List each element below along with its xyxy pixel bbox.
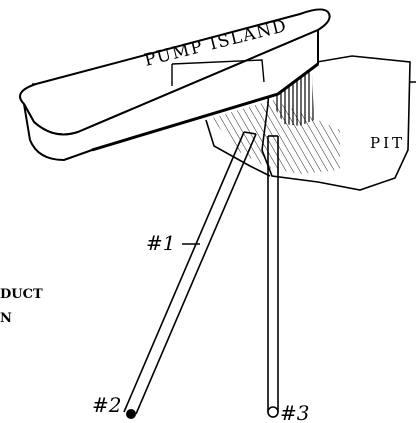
pump-island-edge-shadow [91, 62, 319, 152]
pipe-2-end-cap [126, 409, 136, 419]
pipe-3 [267, 135, 279, 412]
product-line-label-line-2: N [0, 311, 12, 326]
pipe-2-label: #2 [92, 393, 121, 417]
pit-label: PIT [370, 134, 405, 152]
pipe-3-label: #3 [280, 401, 309, 423]
pit-cutaway-edge [205, 119, 271, 177]
pipe-1 [123, 131, 257, 415]
pipe-1-label: #1 [146, 231, 175, 255]
pit-channel-hatching [212, 100, 340, 174]
pipe-3-end-cap [267, 406, 279, 418]
island-block [171, 59, 265, 86]
product-line-label-line-1: DUCT [0, 287, 43, 302]
